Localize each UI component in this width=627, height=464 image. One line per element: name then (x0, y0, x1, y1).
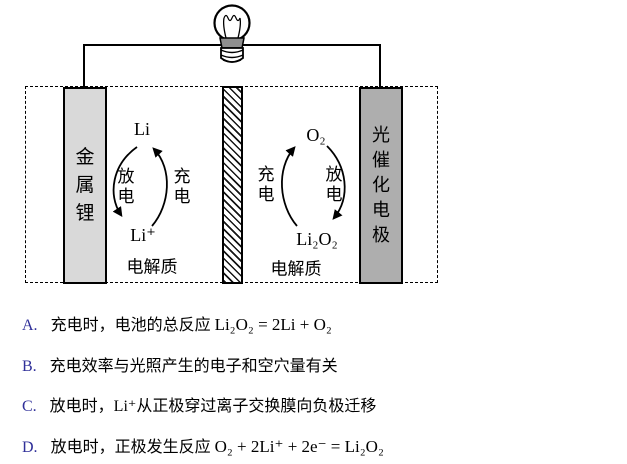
option-c-text: 放电时，Li⁺从正极穿过离子交换膜向负极迁移 (49, 398, 377, 415)
left-electrode-metallic-lithium: 金属锂 (63, 87, 107, 284)
circuit-and-arrows-layer (83, 4, 381, 227)
option-b-letter: B. (22, 358, 37, 375)
right-discharge-arrow (326, 145, 346, 220)
option-a-text: 充电时，电池的总反应 (50, 317, 211, 334)
right-charge-arrow (281, 146, 298, 227)
option-b-text: 充电效率与光照产生的电子和空穴量有关 (49, 358, 338, 375)
option-c: C. 放电时，Li⁺从正极穿过离子交换膜向负极迁移 (22, 392, 380, 416)
option-c-letter: C. (22, 398, 37, 415)
right-electrolyte-label: 电解质 (270, 259, 322, 279)
species-o2: O₂ (306, 125, 326, 146)
light-bulb-icon (213, 4, 251, 63)
right-charge-label: 充电 (257, 165, 275, 204)
left-charge-label: 充电 (173, 167, 191, 206)
option-a-formula: Li₂O₂ = 2Li + O₂ (214, 315, 332, 334)
right-electrode-photocatalytic: 光催化电极 (359, 87, 403, 284)
option-b: B. 充电效率与光照产生的电子和空穴量有关 (22, 352, 342, 376)
option-a-letter: A. (22, 317, 38, 334)
option-d-text: 放电时，正极发生反应 (50, 439, 211, 456)
species-li2o2: Li₂O₂ (296, 229, 338, 250)
left-electrode-label: 金属锂 (75, 146, 95, 224)
left-discharge-arrow (112, 146, 138, 218)
option-d-letter: D. (22, 439, 38, 456)
right-electrode-label: 光催化电极 (372, 125, 390, 245)
right-discharge-label: 放电 (325, 165, 343, 204)
ion-exchange-membrane (222, 86, 243, 284)
left-electrolyte-label: 电解质 (126, 257, 178, 277)
species-li-ion: Li⁺ (130, 225, 156, 246)
left-charge-arrow (151, 147, 168, 227)
species-li: Li (134, 119, 150, 140)
left-discharge-label: 放电 (117, 167, 135, 206)
option-d-formula: O₂ + 2Li⁺ + 2e⁻ = Li₂O₂ (214, 437, 384, 456)
